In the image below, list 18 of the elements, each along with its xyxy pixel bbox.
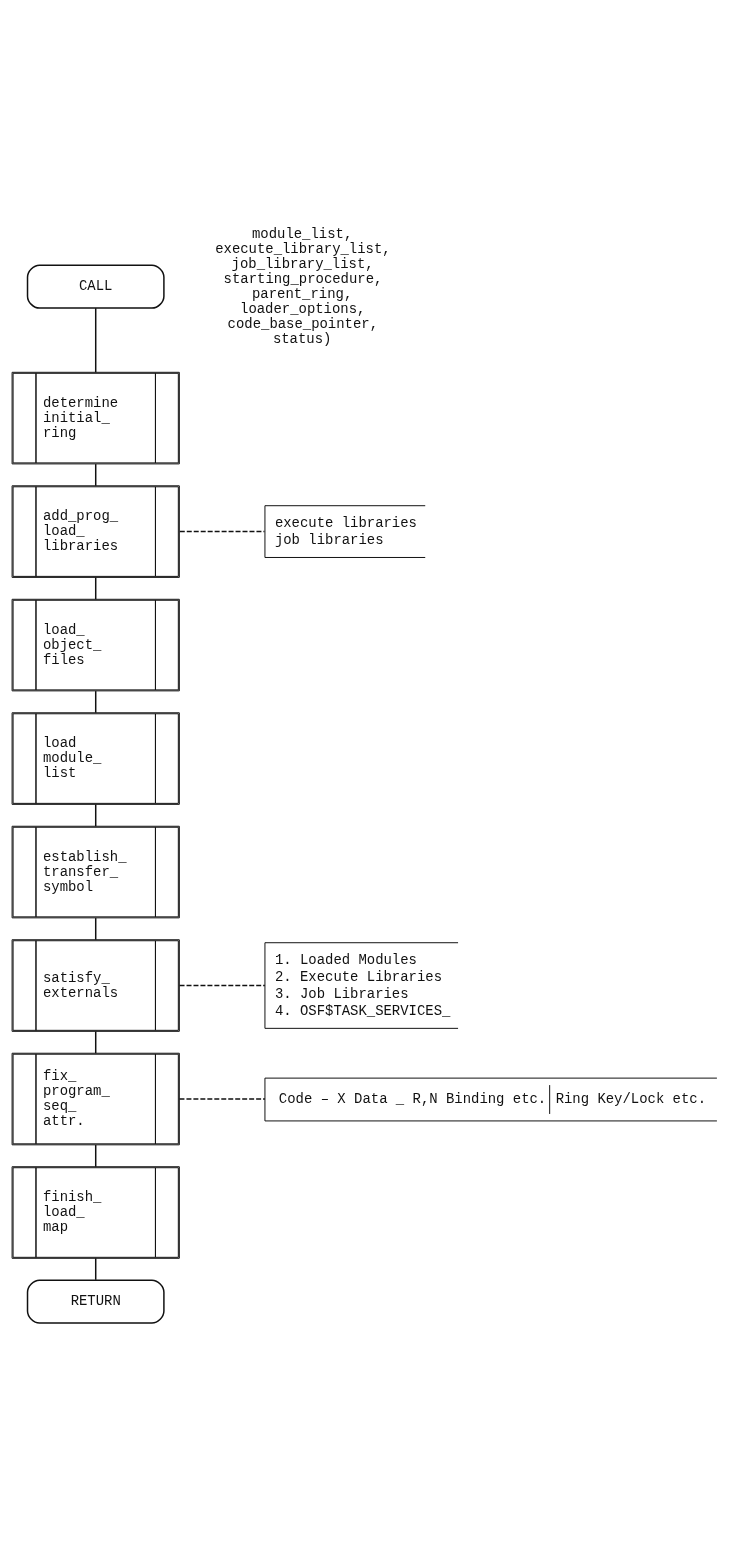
connector (178, 1097, 266, 1100)
connector (94, 1143, 97, 1167)
connector (94, 803, 97, 827)
connector (94, 576, 97, 600)
connector (94, 916, 97, 940)
node-text: 1. Loaded Modules 2. Execute Libraries 3. Job Libraries 4. OSF$TASK_SERVICES_ (274, 951, 451, 1019)
connector (94, 689, 97, 713)
node-text: Code – X Data _ R,N Binding etc. Ring Key/Lock etc. (278, 1090, 707, 1107)
connector (94, 306, 97, 373)
node-box: RETURN (26, 1278, 165, 1324)
connector (94, 1257, 97, 1281)
node-text: execute libraries job libraries (274, 514, 417, 548)
connector (179, 530, 266, 532)
connector (94, 1030, 97, 1054)
connector (94, 462, 97, 486)
connector (178, 984, 266, 986)
node-box: CALL (26, 264, 165, 309)
label: module_list, execute_library_list, job_library_list, starting_procedure, parent_ring, loader_options, code_base_pointer, status) (215, 225, 391, 347)
